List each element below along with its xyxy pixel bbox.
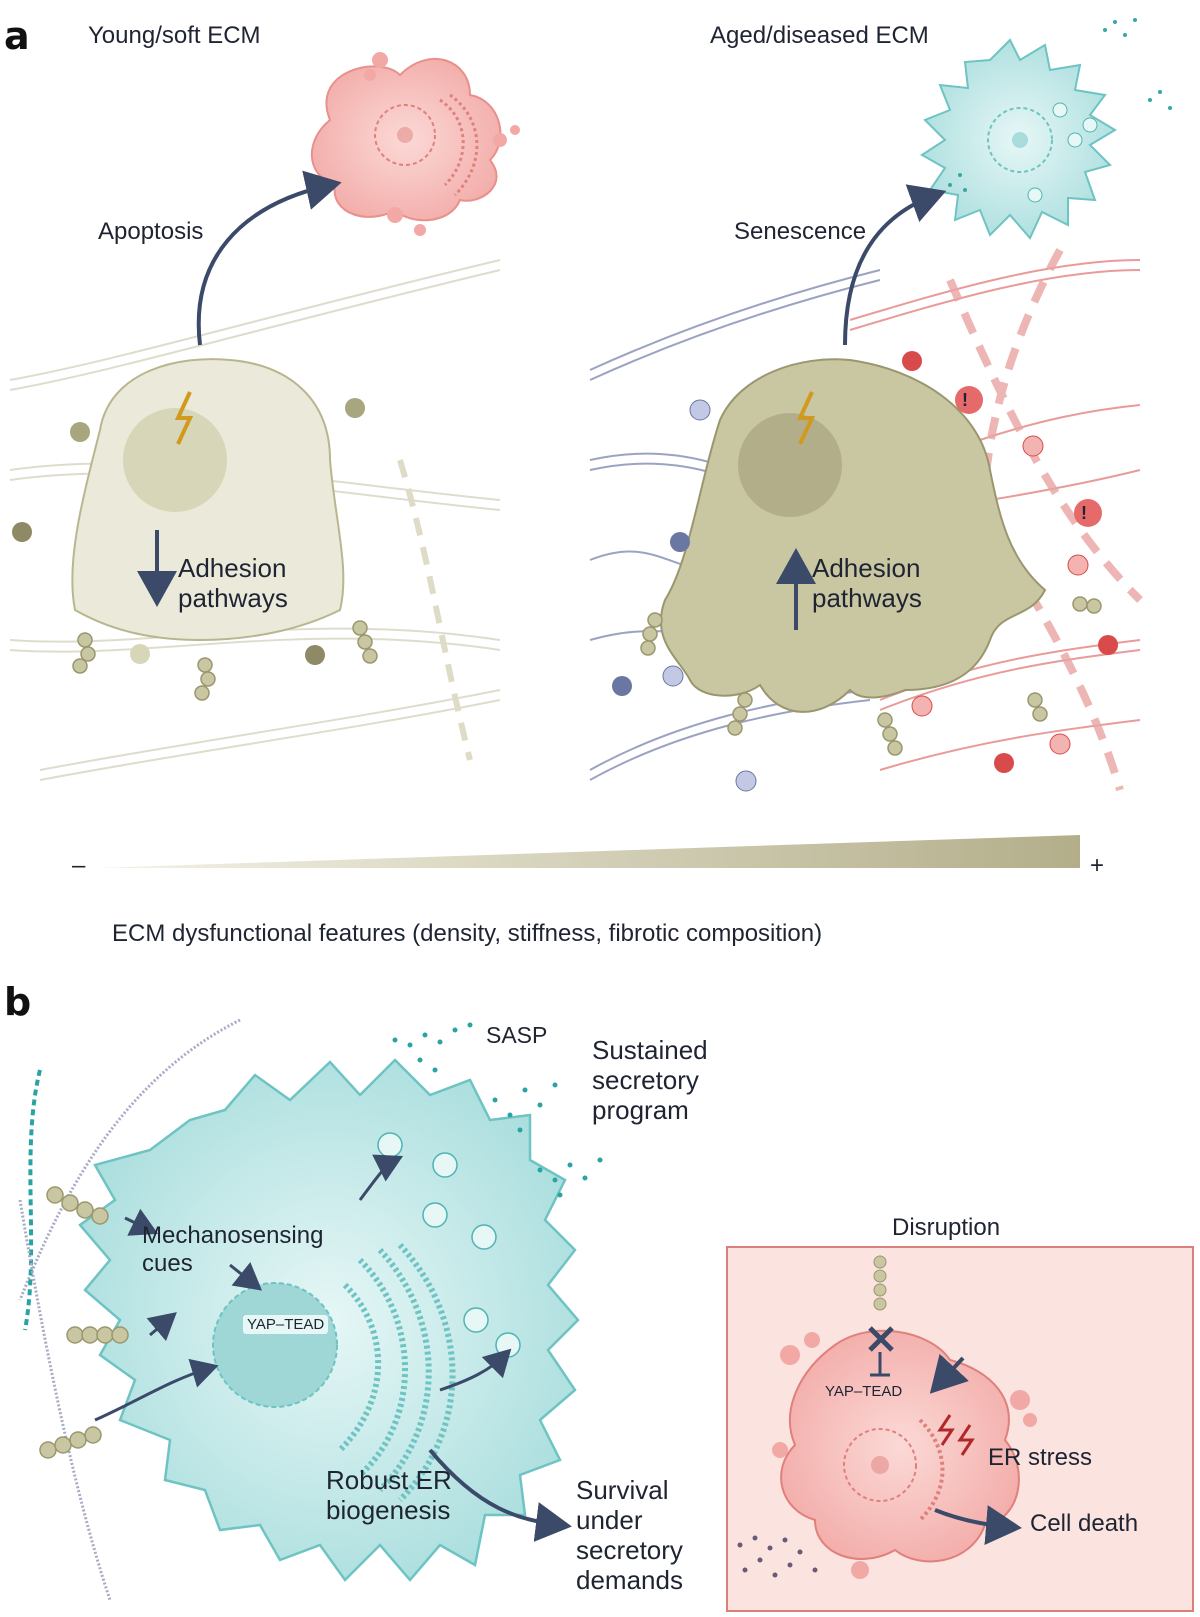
adhesion-line-1: Adhesion [812,553,921,583]
senescence-label: Senescence [734,218,867,245]
mechanosensing-cues-label: Mechanosensing cues [142,1222,323,1277]
survival-line-1: Survival [576,1475,669,1505]
panel-a-letter: a [4,14,30,58]
survival-line-3: secretory [576,1534,683,1565]
ecm-particles-stiff [612,351,1118,792]
robust-er-biogenesis-label: Robust ER biogenesis [326,1465,452,1526]
sasp-dots-a [948,18,1172,192]
adhesion-line-1: Adhesion [178,553,287,583]
gradient-minus-label: – [72,852,86,879]
secretory-line-2: secretory [592,1064,699,1095]
disrupted-cell [772,1255,1037,1579]
sustained-secretory-program-label: Sustained secretory program [592,1035,708,1126]
survival-line-4: demands [576,1564,683,1595]
adhesion-pathways-down-label: Adhesion pathways [178,553,288,614]
young-soft-ecm-title: Young/soft ECM [88,22,261,49]
apoptotic-cell [310,52,520,236]
adhesion-line-2: pathways [812,582,922,613]
survival-under-secretory-demands-label: Survival under secretory demands [576,1475,683,1596]
survival-line-2: under [576,1504,643,1535]
mechanosensing-line-1: Mechanosensing [142,1222,324,1249]
panel-b-letter: b [4,980,32,1024]
exclamation-badge-2: ! [1081,503,1087,523]
integrins-stiff [640,596,1102,756]
disruption-yap-tead-label: YAP–TEAD [825,1383,903,1400]
stiff-matrix-cell [659,358,1047,713]
ecm-fibers-b [18,1018,241,1601]
senescence-arrow [843,184,947,346]
gradient-plus-label: + [1090,852,1105,879]
gradient-caption: ECM dysfunctional features (density, sti… [112,920,823,947]
debris-dots [737,1535,818,1578]
senescent-cell [920,38,1117,240]
cell-death-label: Cell death [1030,1510,1139,1537]
adhesion-pathways-up-label: Adhesion pathways [812,553,922,614]
apoptosis-arrow [196,170,342,346]
disruption-title: Disruption [892,1214,1001,1241]
aged-diseased-ecm-title: Aged/diseased ECM [710,22,929,49]
secretory-line-3: program [592,1094,689,1125]
secretory-cell [78,1058,580,1582]
adhesion-line-2: pathways [178,582,288,613]
apoptosis-label: Apoptosis [98,218,204,245]
ecm-particles-soft [12,398,365,665]
er-line-2: biogenesis [326,1494,451,1525]
er-stress-label: ER stress [988,1444,1093,1471]
soft-matrix-cell [71,358,345,642]
er-line-1: Robust ER [326,1465,452,1495]
integrins-b [39,1186,129,1459]
integrins-soft [72,620,378,701]
dysfunction-gradient-bar [98,835,1080,868]
mechanosensing-line-2: cues [142,1249,193,1277]
sasp-label: SASP [486,1022,548,1048]
yap-tead-label: YAP–TEAD [243,1315,329,1335]
exclamation-badge-1: ! [962,390,968,410]
secretory-line-1: Sustained [592,1035,708,1065]
sasp-dots-b [392,1022,603,1198]
